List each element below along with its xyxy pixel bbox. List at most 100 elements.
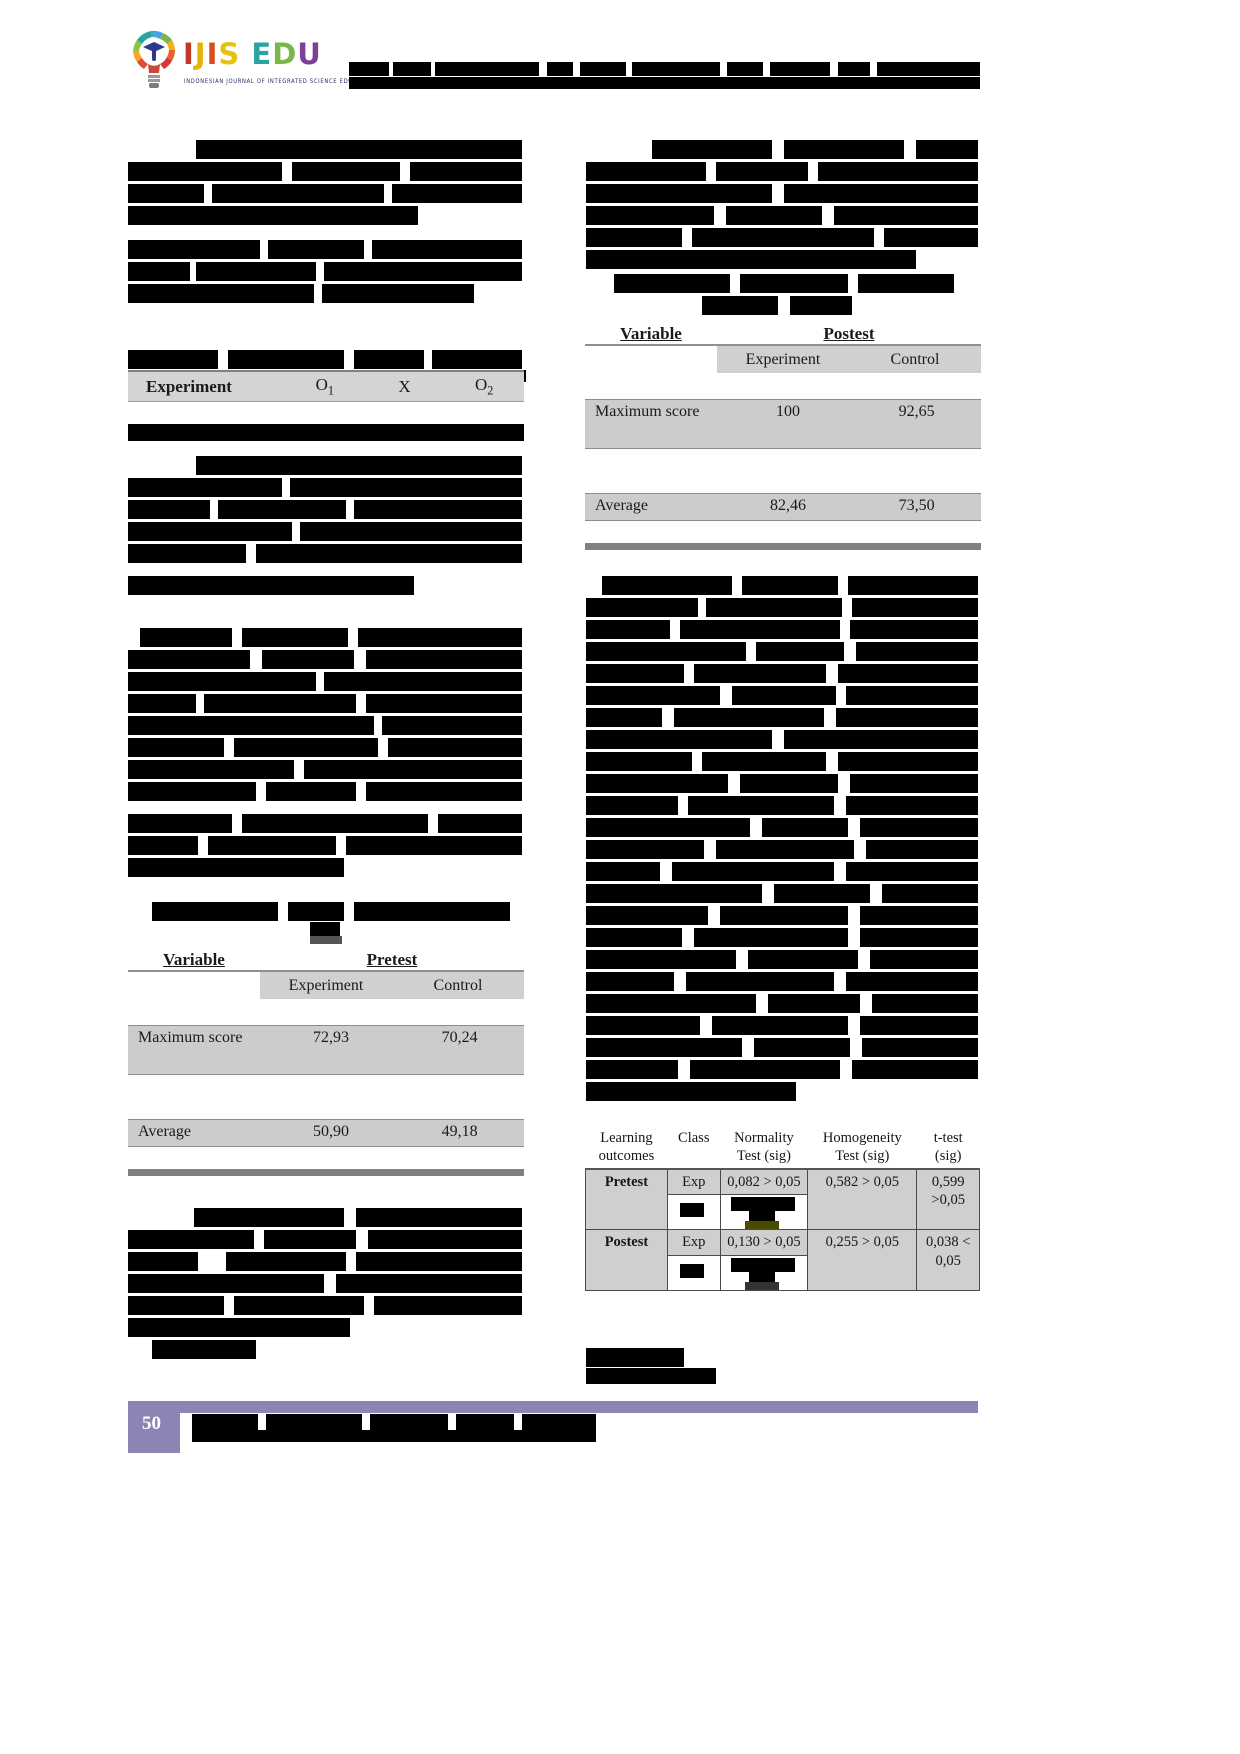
cell-outcome-postest: Postest [585,1229,668,1291]
redacted-header-line [435,62,539,76]
lightbulb-graduation-cap-icon [133,30,175,88]
redacted-row-spacer [585,373,981,399]
column-header-normality-test: Normality Test (sig) [720,1125,808,1171]
redacted-row-spacer [128,999,524,1025]
cell-ttest-postest: 0,038 < 0,05 [916,1229,980,1291]
logo-letter: I [183,37,195,71]
table-header-row: Variable Pretest [128,944,524,970]
redacted-header-line [349,77,980,89]
table-row: Maximum score 100 92,65 [585,399,981,449]
subcolumn-header-control: Control [433,976,483,994]
cell-class-redacted [666,1194,721,1231]
design-treatment-cell: X [398,376,411,396]
redacted-header-line [838,62,870,76]
redacted-header-line [877,62,980,76]
cell-normality-redacted [719,1254,809,1291]
cell-experiment: 72,93 [313,1029,349,1046]
table-bottom-rule [585,543,981,550]
table-row: Experiment O1 X O2 [128,370,524,402]
logo-letter [240,40,251,69]
page-number: 50 [142,1413,161,1434]
column-header-class: Class [667,1125,721,1171]
table-subheader-row: Experiment Control [128,970,524,999]
logo-letter: S [218,37,241,71]
redacted-header-line [547,62,573,76]
subcolumn-header-control: Control [890,350,940,368]
cell-normality-pretest: 0,082 > 0,05 [719,1168,809,1196]
redacted-header-line [727,62,763,76]
logo-letter: U [297,37,322,71]
row-label: Average [138,1123,191,1140]
redacted-row-spacer [585,471,981,493]
column-header-variable: Variable [620,324,682,344]
logo-letter: J [194,37,207,71]
table-row: Average 50,90 49,18 [128,1119,524,1147]
cell-experiment: 82,46 [770,497,806,514]
table-subheader-row: Experiment Control [585,344,981,373]
cell-class-exp: Exp [666,1229,721,1256]
redacted-header-line [349,62,389,76]
cell-experiment: 50,90 [313,1123,349,1140]
subheader-spacer [128,972,260,999]
subheader-spacer [585,346,717,373]
cell-control: 70,24 [441,1029,478,1046]
subcolumn-header-experiment: Experiment [288,976,364,994]
table-row: Average 82,46 73,50 [585,493,981,521]
cell-outcome-pretest: Pretest [585,1168,668,1231]
column-header-t-test: t-test (sig) [916,1125,980,1171]
redacted-row-spacer [128,1097,524,1119]
page-number-badge: 50 [128,1401,180,1453]
cell-ttest-pretest: 0,599 >0,05 [916,1168,980,1231]
redacted-row-spacer [585,449,981,471]
redacted-header-line [393,62,431,76]
postest-score-table: Variable Postest Experiment Control Maxi… [585,318,981,550]
design-postest-cell: O2 [474,374,494,398]
table-row [586,1194,980,1231]
row-label: Average [595,497,648,514]
cell-control: 73,50 [898,497,935,514]
cell-control: 92,65 [898,403,935,420]
table-row [586,1254,980,1291]
redacted-header-line [770,62,830,76]
logo-letter: E [251,37,273,71]
journal-logo-subtitle: INDONESIAN JOURNAL OF INTEGRATED SCIENCE… [184,78,377,86]
design-row-label: Experiment [146,376,232,396]
table-row: Pretest Exp 0,082 > 0,05 0,582 > 0,05 0,… [585,1168,980,1231]
row-label: Maximum score [595,403,700,420]
redacted-row-spacer [128,1147,524,1169]
redacted-header-line [632,62,720,76]
pretest-score-table: Variable Pretest Experiment Control Maxi… [128,944,524,1176]
statistical-test-table: Learning outcomes Class Normality Test (… [585,1125,980,1291]
journal-logo: IJIS EDU INDONESIAN JOURNAL OF INTEGRATE… [126,26,376,94]
table-header-row: Learning outcomes Class Normality Test (… [585,1125,980,1171]
column-header-group: Postest [823,324,875,344]
subcolumn-header-experiment: Experiment [745,350,821,368]
footer-accent-bar [128,1401,978,1413]
table-row: Postest Exp 0,130 > 0,05 0,255 > 0,05 0,… [585,1229,980,1291]
cell-normality-postest: 0,130 > 0,05 [719,1229,809,1256]
redacted-row-spacer [585,521,981,543]
column-header-group: Pretest [366,950,418,970]
cell-class-exp: Exp [666,1168,721,1196]
redacted-row-spacer [128,1075,524,1097]
column-header-learning-outcomes: Learning outcomes [585,1125,668,1171]
page-header: IJIS EDU INDONESIAN JOURNAL OF INTEGRATE… [0,0,1240,115]
column-header-homogeneity-test: Homogeneity Test (sig) [807,1125,917,1171]
table-row: Maximum score 72,93 70,24 [128,1025,524,1075]
cell-homogeneity-postest: 0,255 > 0,05 [807,1229,918,1291]
table-bottom-rule [128,1169,524,1176]
logo-letter: I [206,37,219,71]
cell-homogeneity-pretest: 0,582 > 0,05 [807,1168,918,1231]
journal-logo-text: IJIS EDU [183,40,322,69]
cell-experiment: 100 [776,403,800,420]
design-pretest-cell: O1 [315,374,334,398]
column-header-variable: Variable [163,950,225,970]
research-design-table: Experiment O1 X O2 [128,370,524,402]
row-label: Maximum score [138,1029,243,1046]
redacted-header-line [580,62,626,76]
logo-letter: D [272,37,298,71]
cell-class-redacted [666,1254,721,1291]
cell-control: 49,18 [441,1123,478,1140]
table-header-row: Variable Postest [585,318,981,344]
